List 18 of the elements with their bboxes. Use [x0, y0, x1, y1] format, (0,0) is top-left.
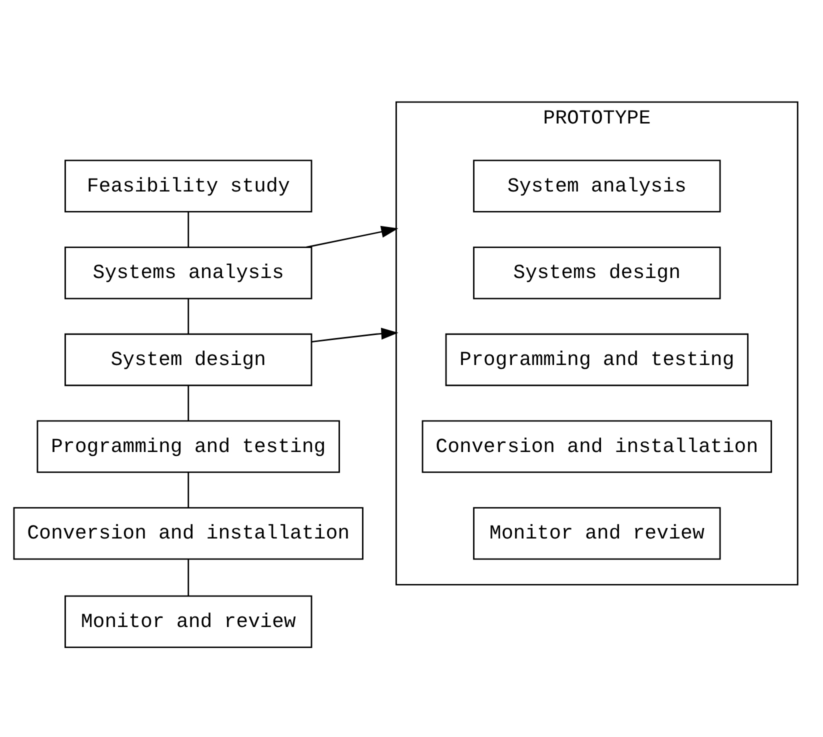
connector [188, 211, 190, 246]
arrow [312, 327, 398, 342]
node-box: Feasibility study [64, 159, 312, 212]
connector [188, 472, 190, 507]
node-box: Monitor and review [64, 594, 312, 648]
node-box: Programming and testing [36, 420, 340, 472]
node-box: Conversion and installation [13, 506, 364, 560]
node-box: System design [64, 332, 312, 386]
node-box: Conversion and installation [422, 420, 772, 472]
connector [188, 384, 190, 420]
connector [188, 298, 190, 334]
connector [188, 558, 190, 596]
node-box: Systems analysis [64, 246, 312, 299]
node-box: Systems design [473, 246, 721, 299]
arrow [306, 225, 398, 248]
node-box: System analysis [473, 159, 721, 212]
node-box: Monitor and review [473, 506, 721, 560]
node-box: Programming and testing [445, 332, 749, 386]
